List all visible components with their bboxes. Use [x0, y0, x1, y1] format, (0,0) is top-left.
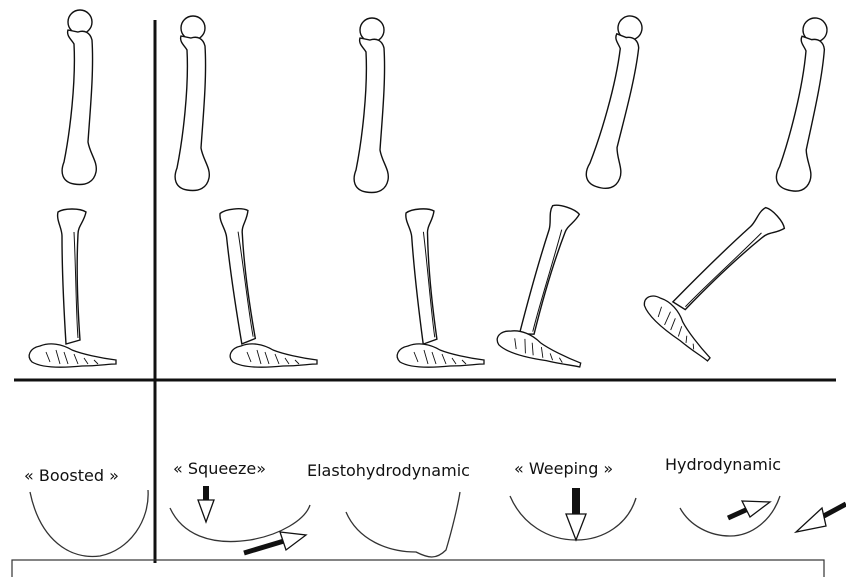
label-weeping: « Weeping » — [514, 459, 613, 478]
arrow-weeping — [566, 488, 586, 540]
arrow-hydrodynamic-flow — [796, 504, 846, 532]
arc-boosted — [30, 490, 148, 556]
arrow-hydrodynamic — [728, 501, 770, 518]
leg-elastohydrodynamic — [354, 18, 484, 367]
leg-boosted — [29, 10, 116, 367]
leg-weeping — [495, 13, 648, 370]
label-hydrodynamic: Hydrodynamic — [665, 455, 781, 474]
leg-squeeze — [175, 16, 317, 367]
arrow-squeeze-flow — [244, 532, 306, 553]
label-elastohydrodynamic: Elastohydrodynamic — [307, 461, 470, 480]
arc-elastohydrodynamic — [346, 492, 460, 557]
label-boosted: « Boosted » — [24, 466, 119, 485]
leg-hydrodynamic — [639, 16, 833, 364]
bottom-frame — [12, 560, 824, 577]
contact-arcs — [30, 490, 780, 557]
label-squeeze: « Squeeze» — [173, 459, 266, 478]
arrow-squeeze — [198, 486, 214, 522]
